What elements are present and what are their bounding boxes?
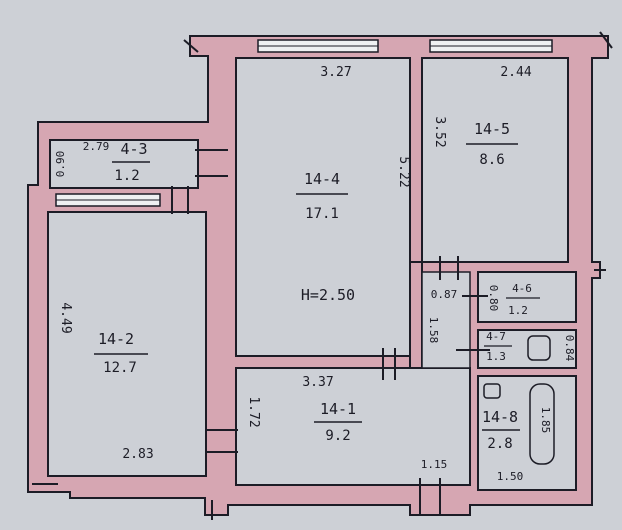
room-labels: 14-4 17.1 14-5 8.6 4-3 1.2 14-2 12.7 14-… bbox=[94, 120, 540, 452]
room-14-8-id: 14-8 bbox=[482, 408, 518, 426]
room-14-4-id: 14-4 bbox=[304, 170, 340, 188]
dim-2-83: 2.83 bbox=[122, 447, 153, 462]
corridor-floor bbox=[421, 271, 471, 369]
room-14-7-id: 4-7 bbox=[486, 330, 506, 343]
room-14-1-id: 14-1 bbox=[320, 400, 356, 418]
dim-1-50: 1.50 bbox=[497, 470, 524, 483]
dim-2-44: 2.44 bbox=[500, 65, 531, 80]
doors bbox=[32, 31, 613, 520]
windows bbox=[55, 39, 553, 207]
dim-0-90: 0.90 bbox=[54, 151, 67, 178]
room-14-3-id: 4-3 bbox=[120, 140, 147, 158]
dim-0-87: 0.87 bbox=[431, 288, 458, 301]
dim-3-52: 3.52 bbox=[432, 116, 447, 147]
room-14-2-area: 12.7 bbox=[103, 360, 137, 376]
walls bbox=[27, 35, 609, 516]
room-14-5-area: 8.6 bbox=[479, 152, 504, 168]
dim-4-49: 4.49 bbox=[58, 302, 73, 333]
room-14-2-id: 14-2 bbox=[98, 330, 134, 348]
toilet-fixture bbox=[527, 335, 551, 361]
bathtub-fixture bbox=[529, 383, 555, 465]
top-left-tick bbox=[183, 39, 199, 53]
dim-1-72: 1.72 bbox=[246, 396, 261, 427]
dim-3-37: 3.37 bbox=[302, 375, 333, 390]
dim-1-15: 1.15 bbox=[421, 458, 448, 471]
dim-5-22: 5.22 bbox=[396, 156, 411, 187]
fixtures bbox=[483, 335, 555, 465]
top-right-tick bbox=[599, 31, 613, 49]
dim-3-27: 3.27 bbox=[320, 65, 351, 80]
room-14-4-area: 17.1 bbox=[305, 206, 339, 222]
dim-0-80: 0.80 bbox=[487, 285, 500, 312]
sink-fixture bbox=[483, 383, 501, 399]
room-14-3-area: 1.2 bbox=[114, 168, 139, 184]
room-14-6-area: 1.2 bbox=[508, 304, 528, 317]
dim-2-79: 2.79 bbox=[83, 140, 110, 153]
room-14-8-area: 2.8 bbox=[487, 436, 512, 452]
dim-0-84: 0.84 bbox=[563, 335, 576, 362]
ceiling-height-label: H=2.50 bbox=[301, 286, 355, 304]
room-14-7-area: 1.3 bbox=[486, 350, 506, 363]
room-14-1-area: 9.2 bbox=[325, 428, 350, 444]
room-14-6-id: 4-6 bbox=[512, 282, 532, 295]
room-14-5-id: 14-5 bbox=[474, 120, 510, 138]
corridor-wall bbox=[409, 261, 423, 369]
dimension-labels: 3.27 2.44 2.79 0.90 5.22 3.52 4.49 2.83 … bbox=[54, 65, 576, 483]
dim-1-85: 1.85 bbox=[539, 407, 552, 434]
dim-1-58: 1.58 bbox=[427, 317, 440, 344]
